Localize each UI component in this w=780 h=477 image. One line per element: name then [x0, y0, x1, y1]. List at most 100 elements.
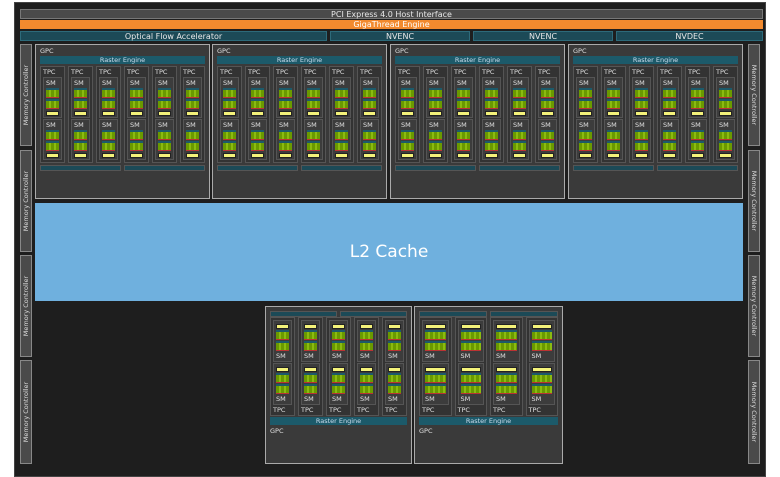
sm: SM [604, 77, 623, 118]
sm-label: SM [102, 121, 112, 129]
cuda-cores [691, 130, 704, 140]
sm: SM [457, 363, 484, 405]
memory-controller: Memory Controller [20, 255, 32, 357]
sm-label: SM [360, 395, 370, 403]
sm-label: SM [496, 352, 506, 360]
cuda-cores [401, 141, 414, 151]
sm-label: SM [607, 79, 617, 87]
cuda-cores [425, 341, 446, 351]
cuda-cores [363, 141, 376, 151]
cuda-cores [279, 88, 292, 98]
sm: SM [127, 119, 146, 160]
rt-core [74, 153, 87, 158]
tpc-label: TPC [493, 406, 506, 414]
cuda-cores [513, 88, 526, 98]
rt-core [363, 153, 376, 158]
sm-label: SM [635, 79, 645, 87]
rt-core [635, 111, 648, 116]
cuda-cores [276, 330, 289, 340]
sm-label: SM [719, 121, 729, 129]
rt-core [457, 153, 470, 158]
cuda-cores [719, 88, 732, 98]
tpc-label: TPC [332, 68, 345, 76]
cuda-cores [425, 373, 446, 383]
cuda-cores [579, 99, 592, 109]
sm-label: SM [332, 395, 342, 403]
rt-core [513, 111, 526, 116]
rt-core [102, 153, 115, 158]
polymorph-engines [419, 311, 558, 317]
sm: SM [493, 320, 520, 362]
memory-controller: Memory Controller [748, 360, 760, 464]
rt-core [607, 111, 620, 116]
nvenc-2: NVENC [473, 31, 613, 41]
sm-label: SM [46, 79, 56, 87]
sm-label: SM [425, 395, 435, 403]
tpc-label: TPC [99, 68, 112, 76]
sm-label: SM [401, 79, 411, 87]
rt-core [332, 324, 345, 329]
rt-core [457, 111, 470, 116]
cuda-cores [46, 141, 59, 151]
sm-label: SM [279, 121, 289, 129]
sm-label: SM [635, 121, 645, 129]
sm: SM [99, 119, 118, 160]
sm-label: SM [307, 79, 317, 87]
cuda-cores [335, 130, 348, 140]
tpc-label: TPC [127, 68, 140, 76]
sm: SM [357, 320, 376, 362]
cuda-cores [485, 130, 498, 140]
cuda-cores [541, 99, 554, 109]
raster-engine: Raster Engine [217, 56, 382, 64]
raster-engine: Raster Engine [270, 417, 407, 425]
cuda-cores [607, 141, 620, 151]
cuda-cores [360, 341, 373, 351]
cuda-cores [663, 99, 676, 109]
tpc-label: TPC [276, 68, 289, 76]
cuda-cores [388, 341, 401, 351]
sm-label: SM [158, 79, 168, 87]
cuda-cores [691, 88, 704, 98]
sm: SM [248, 119, 267, 160]
gpc-label: GPC [573, 47, 587, 55]
cuda-cores [457, 141, 470, 151]
sm-label: SM [276, 395, 286, 403]
cuda-cores [635, 99, 648, 109]
tpc-label: TPC [510, 68, 523, 76]
polymorph-engines [217, 165, 382, 171]
cuda-cores [485, 99, 498, 109]
sm: SM [632, 119, 651, 160]
sm-label: SM [541, 121, 551, 129]
sm: SM [660, 119, 679, 160]
cuda-cores [363, 88, 376, 98]
sm: SM [457, 320, 484, 362]
cuda-cores [485, 88, 498, 98]
sm-label: SM [425, 352, 435, 360]
rt-core [307, 153, 320, 158]
cuda-cores [663, 88, 676, 98]
cuda-cores [607, 88, 620, 98]
cuda-cores [251, 141, 264, 151]
cuda-cores [335, 141, 348, 151]
sm: SM [454, 119, 473, 160]
sm-label: SM [130, 79, 140, 87]
rt-core [425, 367, 446, 372]
memory-controller-label: Memory Controller [750, 275, 758, 337]
cuda-cores [307, 141, 320, 151]
sm: SM [576, 77, 595, 118]
cuda-cores [251, 130, 264, 140]
rt-core [251, 153, 264, 158]
tpc-label: TPC [248, 68, 261, 76]
cuda-cores [496, 341, 517, 351]
tpc-label: TPC [360, 68, 373, 76]
rt-core [46, 111, 59, 116]
rt-core [401, 111, 414, 116]
sm: SM [301, 320, 320, 362]
cuda-cores [102, 130, 115, 140]
